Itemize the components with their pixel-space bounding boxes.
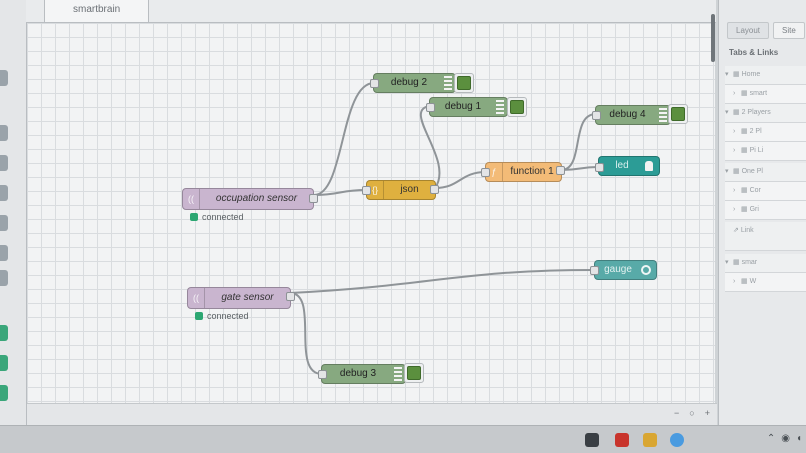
sidebar-tree-item[interactable]: ›▦ 2 Pl [725,123,806,142]
input-port[interactable] [426,103,435,112]
palette-chip[interactable] [0,215,8,231]
node-label: led [615,160,629,171]
debug-list-icon [394,367,402,381]
sensor-signal-icon: (( [188,288,205,308]
led-node[interactable]: led [598,156,660,176]
status-text: connected [202,212,244,222]
debug-toggle[interactable] [668,104,688,124]
sidebar-tree-item[interactable]: ›▦ Gri [725,201,806,220]
status-dot-icon [190,213,198,221]
palette-chip[interactable] [0,155,8,171]
volume-icon[interactable]: ◖ [795,433,802,444]
os-taskbar: ⌃ ◉ ◖ [0,425,806,453]
input-port[interactable] [362,186,371,195]
debug-list-icon [496,100,504,114]
sidebar-heading: Tabs & Links [729,48,779,57]
occupation-sensor-node[interactable]: (( occupation sensor [182,188,314,210]
workspace-scrollbar[interactable] [711,14,715,62]
debug-4-node[interactable]: debug 4 [595,105,671,125]
palette-chip[interactable] [0,270,8,286]
palette-chip[interactable] [0,185,8,201]
debug-1-node[interactable]: debug 1 [429,97,508,117]
input-port[interactable] [370,79,379,88]
toggle-square-icon [671,107,685,121]
node-label: debug 3 [339,368,377,379]
input-port[interactable] [590,266,599,275]
zoom-reset-button[interactable]: ○ [689,408,695,418]
tray-chevron-icon[interactable]: ⌃ [766,433,776,444]
flow-tab-smartbrain[interactable]: smartbrain [44,0,150,22]
gate-sensor-node[interactable]: (( gate sensor [187,287,291,309]
node-label: debug 4 [609,109,646,120]
input-port[interactable] [318,370,327,379]
status-text: connected [207,311,249,321]
dashboard-sidebar: Layout Site Tabs & Links ▾▦ Home ›▦ smar… [718,0,806,452]
workspace-footer: − ○ + [27,403,717,426]
sidebar-tree-item[interactable]: ⇗ Link [725,222,806,251]
sidebar-tree-item[interactable]: ›▦ Cor [725,182,806,201]
node-label: function 1 [510,166,554,177]
gauge-node[interactable]: gauge [594,260,657,280]
output-port[interactable] [430,185,439,194]
node-palette[interactable] [0,0,27,452]
node-label: json [400,184,419,195]
palette-chip[interactable] [0,70,8,86]
debug-3-node[interactable]: debug 3 [321,364,406,384]
node-label: gauge [604,264,632,275]
gauge-dial-icon [641,265,651,275]
input-port[interactable] [595,163,604,172]
palette-chip[interactable] [0,385,8,401]
network-icon[interactable]: ◉ [781,433,790,444]
toggle-square-icon [510,100,524,114]
function-1-node[interactable]: ƒ function 1 [485,162,562,182]
palette-chip[interactable] [0,325,8,341]
sidebar-tree-item[interactable]: ▾▦ smar [725,254,806,273]
output-port[interactable] [286,292,295,301]
debug-list-icon [659,108,667,122]
status-dot-icon [195,312,203,320]
sidebar-tree-item[interactable]: ▾▦ Home [725,66,806,85]
taskbar-app-icon[interactable] [585,433,599,447]
debug-toggle[interactable] [454,73,474,93]
toggle-square-icon [407,366,421,380]
sidebar-tree-item[interactable]: ›▦ Pi Li [725,142,806,161]
sidebar-tree-item[interactable]: ▾▦ 2 Players [725,104,806,123]
palette-chip[interactable] [0,125,8,141]
debug-toggle[interactable] [404,363,424,383]
node-label: gate sensor [221,292,274,303]
node-status: connected [195,311,249,321]
output-port[interactable] [309,194,318,203]
node-label: occupation sensor [215,193,298,204]
debug-toggle[interactable] [507,97,527,117]
sidebar-tree-item[interactable]: ▾▦ One Pl [725,163,806,182]
zoom-controls: − ○ + [671,408,713,418]
input-port[interactable] [592,111,601,120]
debug-2-node[interactable]: debug 2 [373,73,456,93]
sidebar-tab-site[interactable]: Site [773,22,805,39]
output-port[interactable] [556,166,565,175]
zoom-in-button[interactable]: + [704,408,710,418]
palette-chip[interactable] [0,355,8,371]
sensor-signal-icon: (( [183,189,200,209]
node-label: debug 1 [444,101,482,112]
palette-chip[interactable] [0,245,8,261]
json-braces-icon: {} [367,181,384,199]
flow-tab-bar: smartbrain [26,0,716,23]
debug-list-icon [444,76,452,90]
led-bulb-icon [645,161,653,171]
zoom-out-button[interactable]: − [674,408,680,418]
input-port[interactable] [481,168,490,177]
sidebar-tree-item[interactable]: ›▦ smart [725,85,806,104]
node-status: connected [190,212,244,222]
taskbar-app-icon[interactable] [615,433,629,447]
system-tray: ⌃ ◉ ◖ [767,433,802,444]
function-f-icon: ƒ [486,163,503,181]
toggle-square-icon [457,76,471,90]
node-label: debug 2 [390,77,428,88]
sidebar-tree-item[interactable]: ›▦ W [725,273,806,292]
json-node[interactable]: {} json [366,180,436,200]
sidebar-tab-layout[interactable]: Layout [727,22,770,39]
browser-icon[interactable] [670,433,684,447]
taskbar-app-icon[interactable] [643,433,657,447]
